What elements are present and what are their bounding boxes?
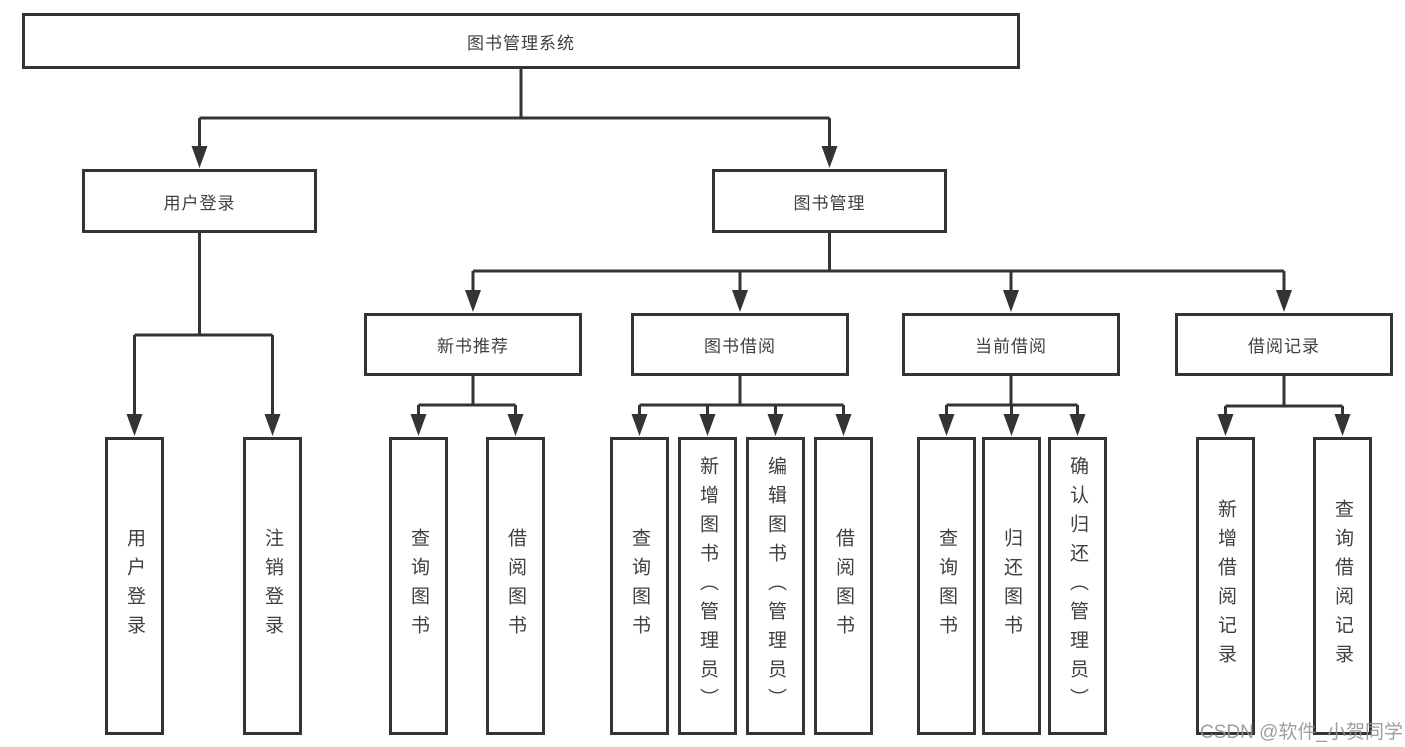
- node-book-management: 图书管理: [712, 169, 947, 233]
- leaf-borrow-add-books-admin-label: 新增图书（管理员）: [697, 455, 718, 717]
- arrowhead: [631, 414, 648, 436]
- leaf-newbook-borrow-books: 借阅图书: [486, 437, 545, 735]
- leaf-record-add-borrow-record-label: 新增借阅记录: [1215, 499, 1236, 673]
- arrowhead: [1069, 414, 1086, 436]
- node-current-borrowing-label: 当前借阅: [975, 337, 1047, 356]
- leaf-record-add-borrow-record: 新增借阅记录: [1196, 437, 1255, 735]
- leaf-borrow-query-books-label: 查询图书: [629, 528, 650, 644]
- leaf-user-login-label: 用户登录: [124, 528, 145, 644]
- node-borrowing-records-label: 借阅记录: [1248, 337, 1320, 356]
- arrowhead: [507, 414, 524, 436]
- arrowhead: [1334, 414, 1351, 436]
- leaf-current-return-books: 归还图书: [982, 437, 1041, 735]
- leaf-newbook-query-books: 查询图书: [389, 437, 448, 735]
- arrowhead: [191, 146, 208, 168]
- node-user-login: 用户登录: [82, 169, 317, 233]
- connector-root-to-l2: [198, 68, 831, 150]
- arrowhead: [126, 414, 143, 436]
- node-new-book-recommendation-label: 新书推荐: [437, 337, 509, 356]
- leaf-logout-login-label: 注销登录: [262, 528, 283, 644]
- node-new-book-recommendation: 新书推荐: [364, 313, 582, 376]
- arrowhead: [264, 414, 281, 436]
- leaf-newbook-borrow-books-label: 借阅图书: [505, 528, 526, 644]
- node-root-system: 图书管理系统: [22, 13, 1020, 69]
- leaf-record-query-borrow-record: 查询借阅记录: [1313, 437, 1372, 735]
- connector-newbook-children: [417, 375, 517, 418]
- node-book-borrowing-label: 图书借阅: [704, 337, 776, 356]
- arrowhead: [465, 290, 481, 312]
- arrowhead: [938, 414, 955, 436]
- arrowhead: [1003, 290, 1019, 312]
- leaf-borrow-add-books-admin: 新增图书（管理员）: [678, 437, 737, 735]
- leaf-current-query-books-label: 查询图书: [936, 528, 957, 644]
- leaf-borrow-borrow-books: 借阅图书: [814, 437, 873, 735]
- leaf-current-query-books: 查询图书: [917, 437, 976, 735]
- leaf-borrow-edit-books-admin-label: 编辑图书（管理员）: [765, 455, 786, 717]
- arrowhead: [732, 290, 748, 312]
- leaf-borrow-edit-books-admin: 编辑图书（管理员）: [746, 437, 805, 735]
- arrowhead: [699, 414, 716, 436]
- connector-userlogin-children: [133, 233, 274, 418]
- node-current-borrowing: 当前借阅: [902, 313, 1120, 376]
- node-root-label: 图书管理系统: [467, 33, 575, 53]
- arrowhead: [821, 146, 838, 168]
- leaf-user-login: 用户登录: [105, 437, 164, 735]
- arrowhead: [835, 414, 852, 436]
- connector-bookborrow-children: [638, 375, 845, 418]
- connector-borrowrecord-children: [1224, 375, 1344, 418]
- node-book-management-label: 图书管理: [793, 193, 866, 213]
- leaf-current-return-books-label: 归还图书: [1001, 528, 1022, 644]
- arrowhead: [1276, 290, 1292, 312]
- connector-bookmgmt-to-l3: [471, 233, 1286, 294]
- leaf-record-query-borrow-record-label: 查询借阅记录: [1332, 499, 1353, 673]
- arrowhead: [410, 414, 427, 436]
- leaf-borrow-borrow-books-label: 借阅图书: [833, 528, 854, 644]
- leaf-current-confirm-return-admin-label: 确认归还（管理员）: [1067, 455, 1088, 717]
- connector-currentborrow-children: [945, 375, 1079, 418]
- arrowhead: [767, 414, 784, 436]
- node-user-login-label: 用户登录: [163, 193, 236, 213]
- arrowhead: [1217, 414, 1234, 436]
- leaf-borrow-query-books: 查询图书: [610, 437, 669, 735]
- csdn-watermark: CSDN @软件_小贺同学: [1200, 722, 1403, 743]
- leaf-logout-login: 注销登录: [243, 437, 302, 735]
- leaf-newbook-query-books-label: 查询图书: [408, 528, 429, 644]
- node-borrowing-records: 借阅记录: [1175, 313, 1393, 376]
- node-book-borrowing: 图书借阅: [631, 313, 849, 376]
- leaf-current-confirm-return-admin: 确认归还（管理员）: [1048, 437, 1107, 735]
- arrowhead: [1003, 414, 1020, 436]
